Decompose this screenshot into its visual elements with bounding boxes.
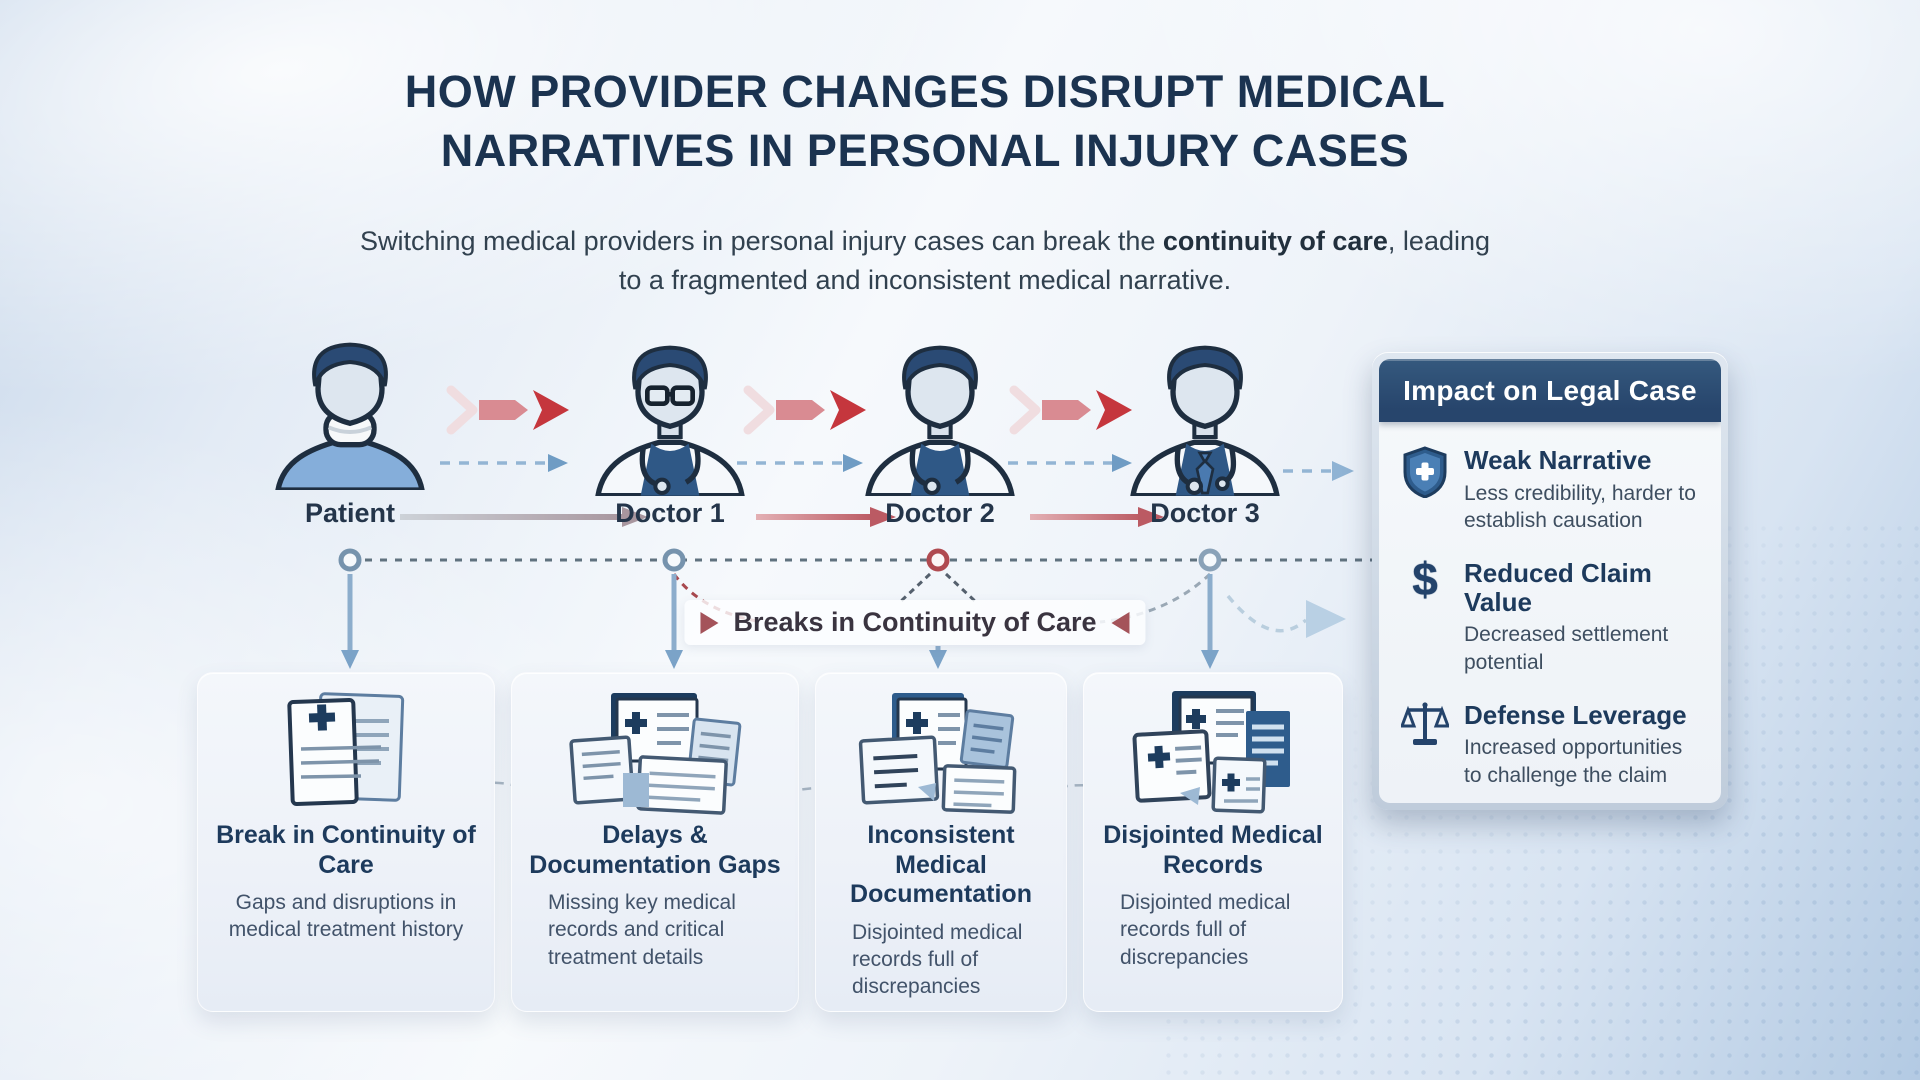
timeline-node-doctor2-break [926,548,950,572]
panel-item-title: Weak Narrative [1464,445,1652,475]
panel-item-reduced-claim-value: $ Reduced Claim Value Decreased settleme… [1379,535,1721,677]
scattered-documents-icon [569,693,742,815]
vertical-arrowhead [929,650,947,669]
doctor-tie-icon [1130,345,1280,496]
card-break-in-continuity: Break in Continuity of Care Gaps and dis… [197,672,495,1012]
impact-panel: Impact on Legal Case Weak Narrative Less… [1372,352,1728,810]
break-curve-v-right [944,572,978,604]
red-arrowhead-right-icon [700,611,719,634]
red-transfer-arrow-2 [743,385,866,435]
card-inconsistent-documentation: Inconsistent Medical Documentation Disjo… [815,672,1067,1012]
medical-documents-icon [287,692,405,806]
panel-item-defense-leverage: Defense Leverage Increased opportunities… [1379,677,1721,790]
panel-item-weak-narrative: Weak Narrative Less credibility, harder … [1379,422,1721,535]
card-title: Delays & Documentation Gaps [529,821,781,879]
scales-icon [1401,701,1449,790]
card-desc: Gaps and disruptions in medical treatmen… [228,891,464,942]
panel-item-desc: Decreased settlement potential [1464,623,1669,674]
curve-to-panel [1226,594,1308,633]
page-title-line2: NARRATIVES IN PERSONAL INJURY CASES [440,125,1410,177]
doctor-icon [865,345,1015,496]
vertical-arrowhead [341,650,359,669]
curve-to-panel-arrowhead [1306,600,1346,638]
actor-label-doctor3: Doctor 3 [1150,498,1260,528]
vertical-arrowhead [665,650,683,669]
card-delays-documentation-gaps: Delays & Documentation Gaps Missing key … [511,672,799,1012]
impact-panel-header: Impact on Legal Case [1379,359,1721,422]
subtitle-text: Switching medical providers in personal … [359,226,1163,256]
card-desc: Disjointed medical records full of discr… [1120,891,1291,969]
timeline-node-patient [338,548,362,572]
card-title: Break in Continuity of Care [216,821,476,879]
patient-neck-brace-icon [275,342,425,490]
mismatched-documents-icon [858,693,1017,814]
actor-label-doctor2: Doctor 2 [885,498,995,528]
subtitle-text-2: , leading to a fragmented and inconsiste… [618,226,1491,296]
actor-label-doctor1: Doctor 1 [615,498,725,528]
card-title: Disjointed Medical Records [1103,821,1323,879]
red-transfer-arrow-1 [446,385,569,435]
disjointed-documents-icon [1132,691,1290,814]
panel-item-title: Reduced Claim Value [1464,558,1652,617]
break-curve-v-left [898,572,932,604]
card-title: Inconsistent Medical Documentation [850,821,1032,908]
subtitle: Switching medical providers in personal … [350,222,1500,300]
shield-plus-icon [1401,446,1449,535]
panel-item-desc: Increased opportunities to challenge the… [1464,736,1683,787]
doctor-glasses-icon [595,345,745,496]
card-disjointed-records: Disjointed Medical Records Disjointed me… [1083,672,1343,1012]
card-desc: Missing key medical records and critical… [548,891,736,969]
dashed-arrowhead [548,454,568,472]
panel-item-title: Defense Leverage [1464,699,1687,730]
timeline-node-doctor3 [1198,548,1222,572]
breaks-label-text: Breaks in Continuity of Care [733,607,1097,637]
dashed-arrowhead [1332,461,1354,481]
page-title: HOW PROVIDER CHANGES DISRUPT MEDICAL NAR… [280,62,1570,181]
impact-panel-body: Impact on Legal Case Weak Narrative Less… [1379,359,1721,803]
subtitle-bold-text: continuity of care [1162,226,1388,256]
timeline-node-doctor1 [662,548,686,572]
card-desc: Disjointed medical records full of discr… [852,920,1023,999]
breaks-in-continuity-label: Breaks in Continuity of Care [684,600,1146,645]
vertical-arrowhead [1201,650,1219,669]
actor-label-patient: Patient [304,498,396,528]
red-arrowhead-left-icon [1111,611,1130,634]
red-transfer-arrow-3 [1009,385,1132,435]
panel-item-desc: Less credibility, harder to establish ca… [1464,481,1696,533]
dollar-icon: $ [1412,553,1438,606]
page-title-line1: HOW PROVIDER CHANGES DISRUPT MEDICAL [404,66,1446,117]
